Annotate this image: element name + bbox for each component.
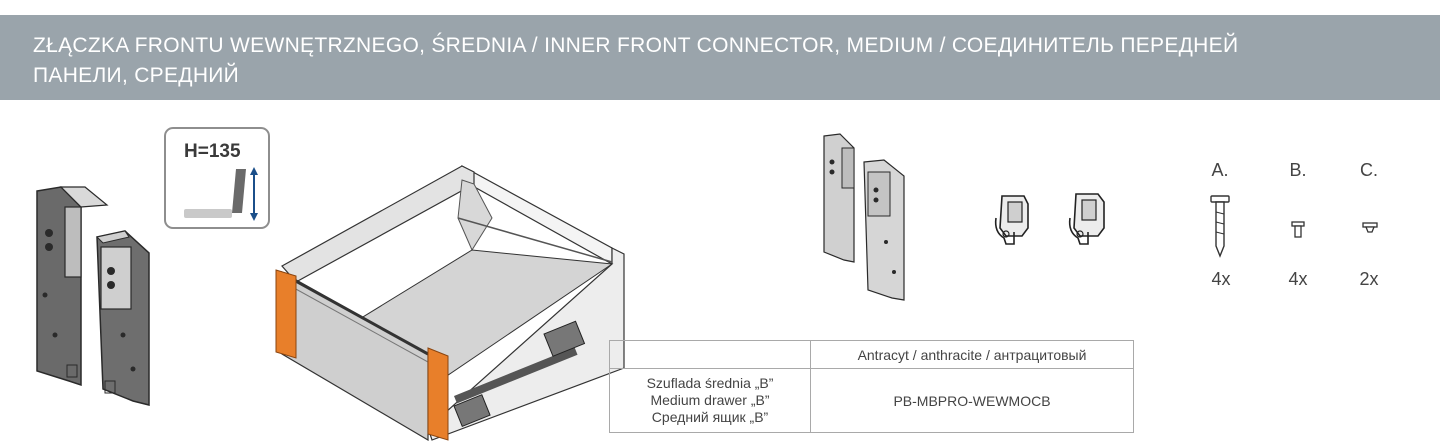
title-line-1: ZŁĄCZKA FRONTU WEWNĘTRZNEGO, ŚREDNIA / I… <box>33 34 1239 57</box>
drawer-profile-icon <box>184 167 258 221</box>
part-b-qty: 4x <box>1288 269 1308 289</box>
table-row: Szuflada średnia „B” Medium drawer „B” С… <box>609 368 1134 433</box>
product-code-cell: PB-MBPRO-WEWMOCB <box>810 368 1134 433</box>
drawer-type-ru: Средний ящик „B” <box>651 409 769 425</box>
table-corner-cell <box>609 340 811 369</box>
connector-pair-small-illustration <box>823 133 905 301</box>
part-a-qty: 4x <box>1211 269 1231 289</box>
part-c-qty: 2x <box>1359 269 1379 289</box>
spec-table: Antracyt / anthracite / антрацитовый Szu… <box>609 340 1134 433</box>
clip-right-illustration <box>1068 193 1105 245</box>
table-header-row: Antracyt / anthracite / антрацитовый <box>609 340 1134 369</box>
clip-left-illustration <box>994 195 1029 245</box>
drawer-type-cell: Szuflada średnia „B” Medium drawer „B” С… <box>609 368 811 433</box>
drawer-type-en: Medium drawer „B” <box>650 392 770 408</box>
color-header-cell: Antracyt / anthracite / антрацитовый <box>810 340 1134 369</box>
drawer-illustration <box>275 164 625 441</box>
screw-flat-icon <box>1362 222 1378 233</box>
connector-pair-large-illustration <box>36 186 150 406</box>
part-b-letter: B. <box>1289 160 1307 180</box>
drawer-type-pl: Szuflada średnia „B” <box>646 375 774 391</box>
title-bar: ZŁĄCZKA FRONTU WEWNĘTRZNEGO, ŚREDNIA / I… <box>0 15 1440 100</box>
part-c-letter: C. <box>1360 160 1378 180</box>
screw-icon <box>1210 195 1230 258</box>
title-line-2: ПАНЕЛИ, СРЕДНИЙ <box>33 64 240 87</box>
part-a-letter: A. <box>1211 160 1229 180</box>
height-badge: H=135 <box>164 127 270 229</box>
screw-short-icon <box>1291 221 1305 238</box>
height-label: H=135 <box>184 141 241 162</box>
